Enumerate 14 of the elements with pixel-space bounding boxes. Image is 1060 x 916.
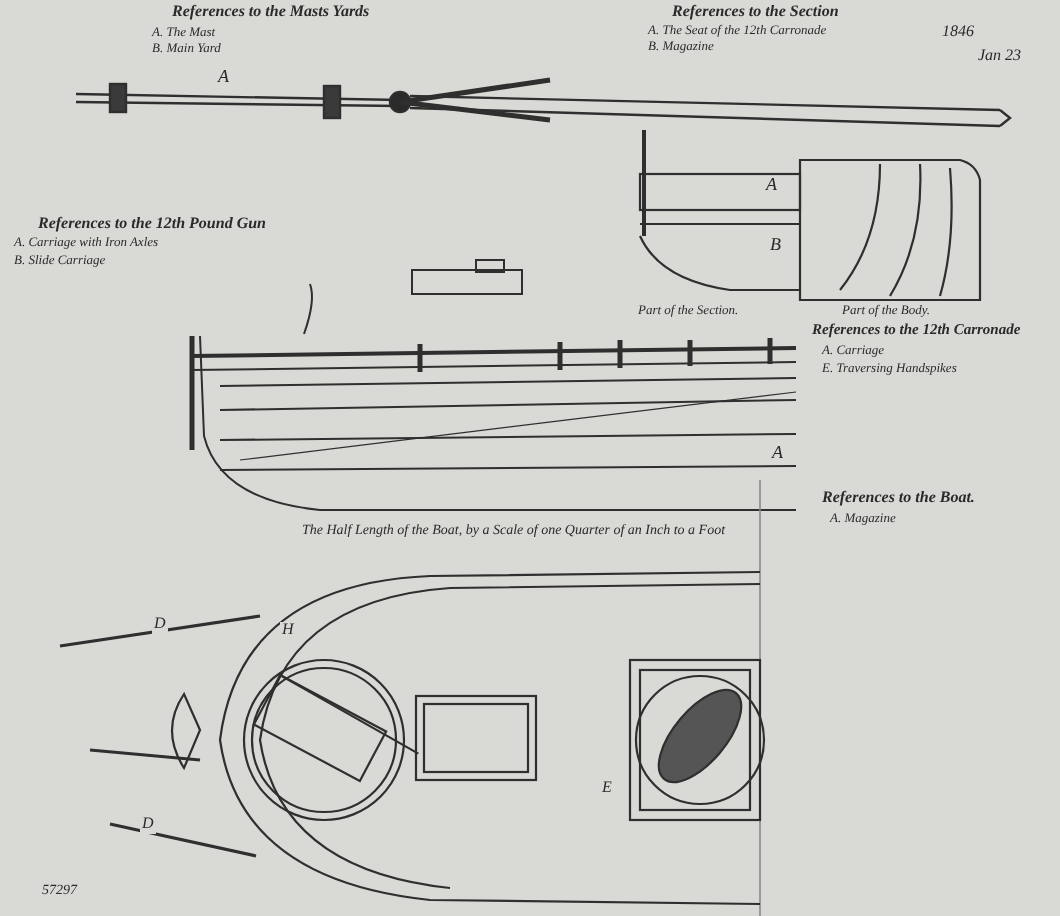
part-letter: D <box>152 616 168 634</box>
part-letter: D <box>140 816 156 834</box>
part-letter: H <box>280 622 296 640</box>
part-letter: A <box>216 68 231 88</box>
part-letter: A <box>764 176 779 196</box>
date-note: 1846 <box>940 24 976 42</box>
heading: References to the Masts Yards <box>170 4 372 22</box>
heading: References to the Section <box>670 4 841 22</box>
date-note: Jan 23 <box>976 48 1024 66</box>
part-letter: B <box>768 236 783 256</box>
heading: References to the 12th Pound Gun <box>36 216 269 234</box>
part-letter: A <box>770 444 785 464</box>
part-letter: E <box>600 780 614 798</box>
heading: References to the Boat. <box>820 490 977 508</box>
